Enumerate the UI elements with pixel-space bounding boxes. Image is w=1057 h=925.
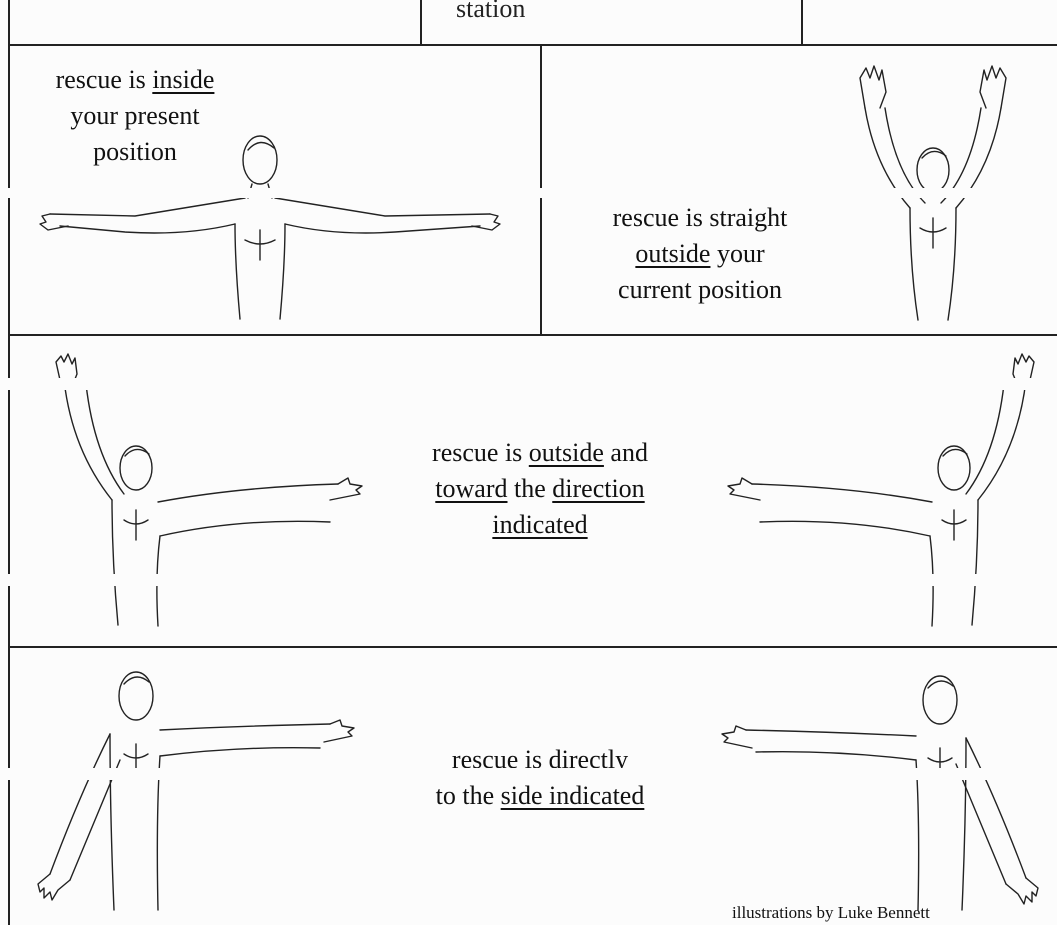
divider-row-1: [8, 44, 1057, 46]
caption-inside: rescue is inside your present position: [55, 65, 215, 166]
scan-gap-2: [0, 378, 1057, 390]
figure-left-one-up-one-out: [40, 350, 363, 630]
top-caption-fragment: station: [456, 0, 526, 23]
divider-row-3: [8, 646, 1057, 648]
caption-straight-outside: rescue is straight outside your current …: [612, 203, 788, 304]
illustration-credit: illustrations by Luke Bennett: [732, 903, 930, 922]
figure-right-one-out-one-down: [720, 660, 1055, 915]
scan-gap-1: [0, 188, 1057, 198]
scan-gap-4: [0, 768, 1057, 780]
figure-left-one-out-one-down: [20, 660, 355, 915]
caption-outside-toward: rescue is outside and toward the directi…: [432, 438, 648, 539]
divider-row-2: [8, 334, 1057, 336]
figure-arms-up: [850, 58, 1015, 323]
divider-top-b: [801, 0, 803, 45]
figure-right-one-up-one-out: [727, 350, 1050, 630]
figure-arms-out-horizontal: [39, 130, 501, 320]
left-border: [8, 0, 10, 925]
divider-top-a: [420, 0, 422, 45]
scan-gap-3: [0, 574, 1057, 586]
